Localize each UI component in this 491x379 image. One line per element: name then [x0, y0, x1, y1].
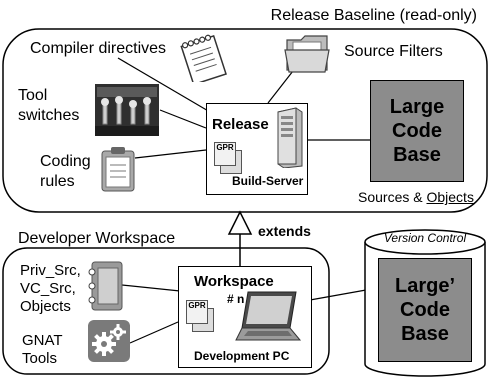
vc-code-base-label: Large’ Code Base	[394, 275, 456, 345]
sources-label: Sources &	[358, 189, 427, 205]
sources-objects-label: Sources & Objects	[358, 189, 474, 206]
connector-tool-switches	[159, 109, 207, 129]
developer-region-border	[2, 247, 330, 375]
coding-rules-label: Coding rules	[40, 153, 91, 190]
gears-icon	[88, 320, 130, 362]
extends-arrow-head	[227, 210, 253, 235]
version-control-label: Version Control	[383, 231, 467, 245]
server-icon	[277, 107, 303, 168]
clipboard-icon	[101, 147, 135, 192]
development-pc-label: Development PC	[194, 349, 290, 363]
folder-icon	[284, 35, 330, 73]
gpr-file-icon: GPR	[214, 142, 242, 174]
compiler-directives-label: Compiler directives	[30, 40, 167, 57]
document-icon	[180, 34, 227, 82]
notebook-icon	[88, 261, 123, 311]
release-region-title: Release Baseline (read-only)	[270, 7, 477, 24]
objects-link: Objects	[426, 189, 474, 205]
release-code-base: Large Code Base	[370, 80, 464, 182]
connector-gnat-tools	[129, 321, 179, 344]
build-server-label: Build-Server	[232, 174, 304, 188]
connector-sources	[121, 284, 181, 292]
connector-coding-rules	[134, 149, 207, 159]
laptop-icon	[235, 291, 302, 341]
workspace-title: Workspace	[194, 273, 274, 290]
switches-photo-icon	[95, 84, 159, 136]
developer-region-title: Developer Workspace	[18, 230, 176, 247]
gpr-badge: GPR	[214, 142, 236, 166]
source-filters-label: Source Filters	[344, 43, 443, 60]
vc-code-base: Large’ Code Base	[378, 258, 472, 362]
release-region-border	[2, 28, 488, 213]
gpr-badge-dev: GPR	[186, 300, 208, 324]
gpr-file-icon-dev: GPR	[186, 300, 214, 332]
connector-workspace-vc	[309, 289, 367, 301]
extends-label: extends	[258, 223, 311, 239]
sources-label-dev: Priv_Src, VC_Src, Objects	[20, 262, 81, 315]
tool-switches-label: Tool switches	[18, 87, 80, 124]
release-title: Release	[212, 116, 269, 133]
release-code-base-label: Large Code Base	[389, 96, 445, 166]
gnat-tools-label: GNAT Tools	[22, 332, 63, 367]
workspace-count: # n	[227, 292, 245, 306]
connector-compiler-directives	[117, 57, 211, 113]
